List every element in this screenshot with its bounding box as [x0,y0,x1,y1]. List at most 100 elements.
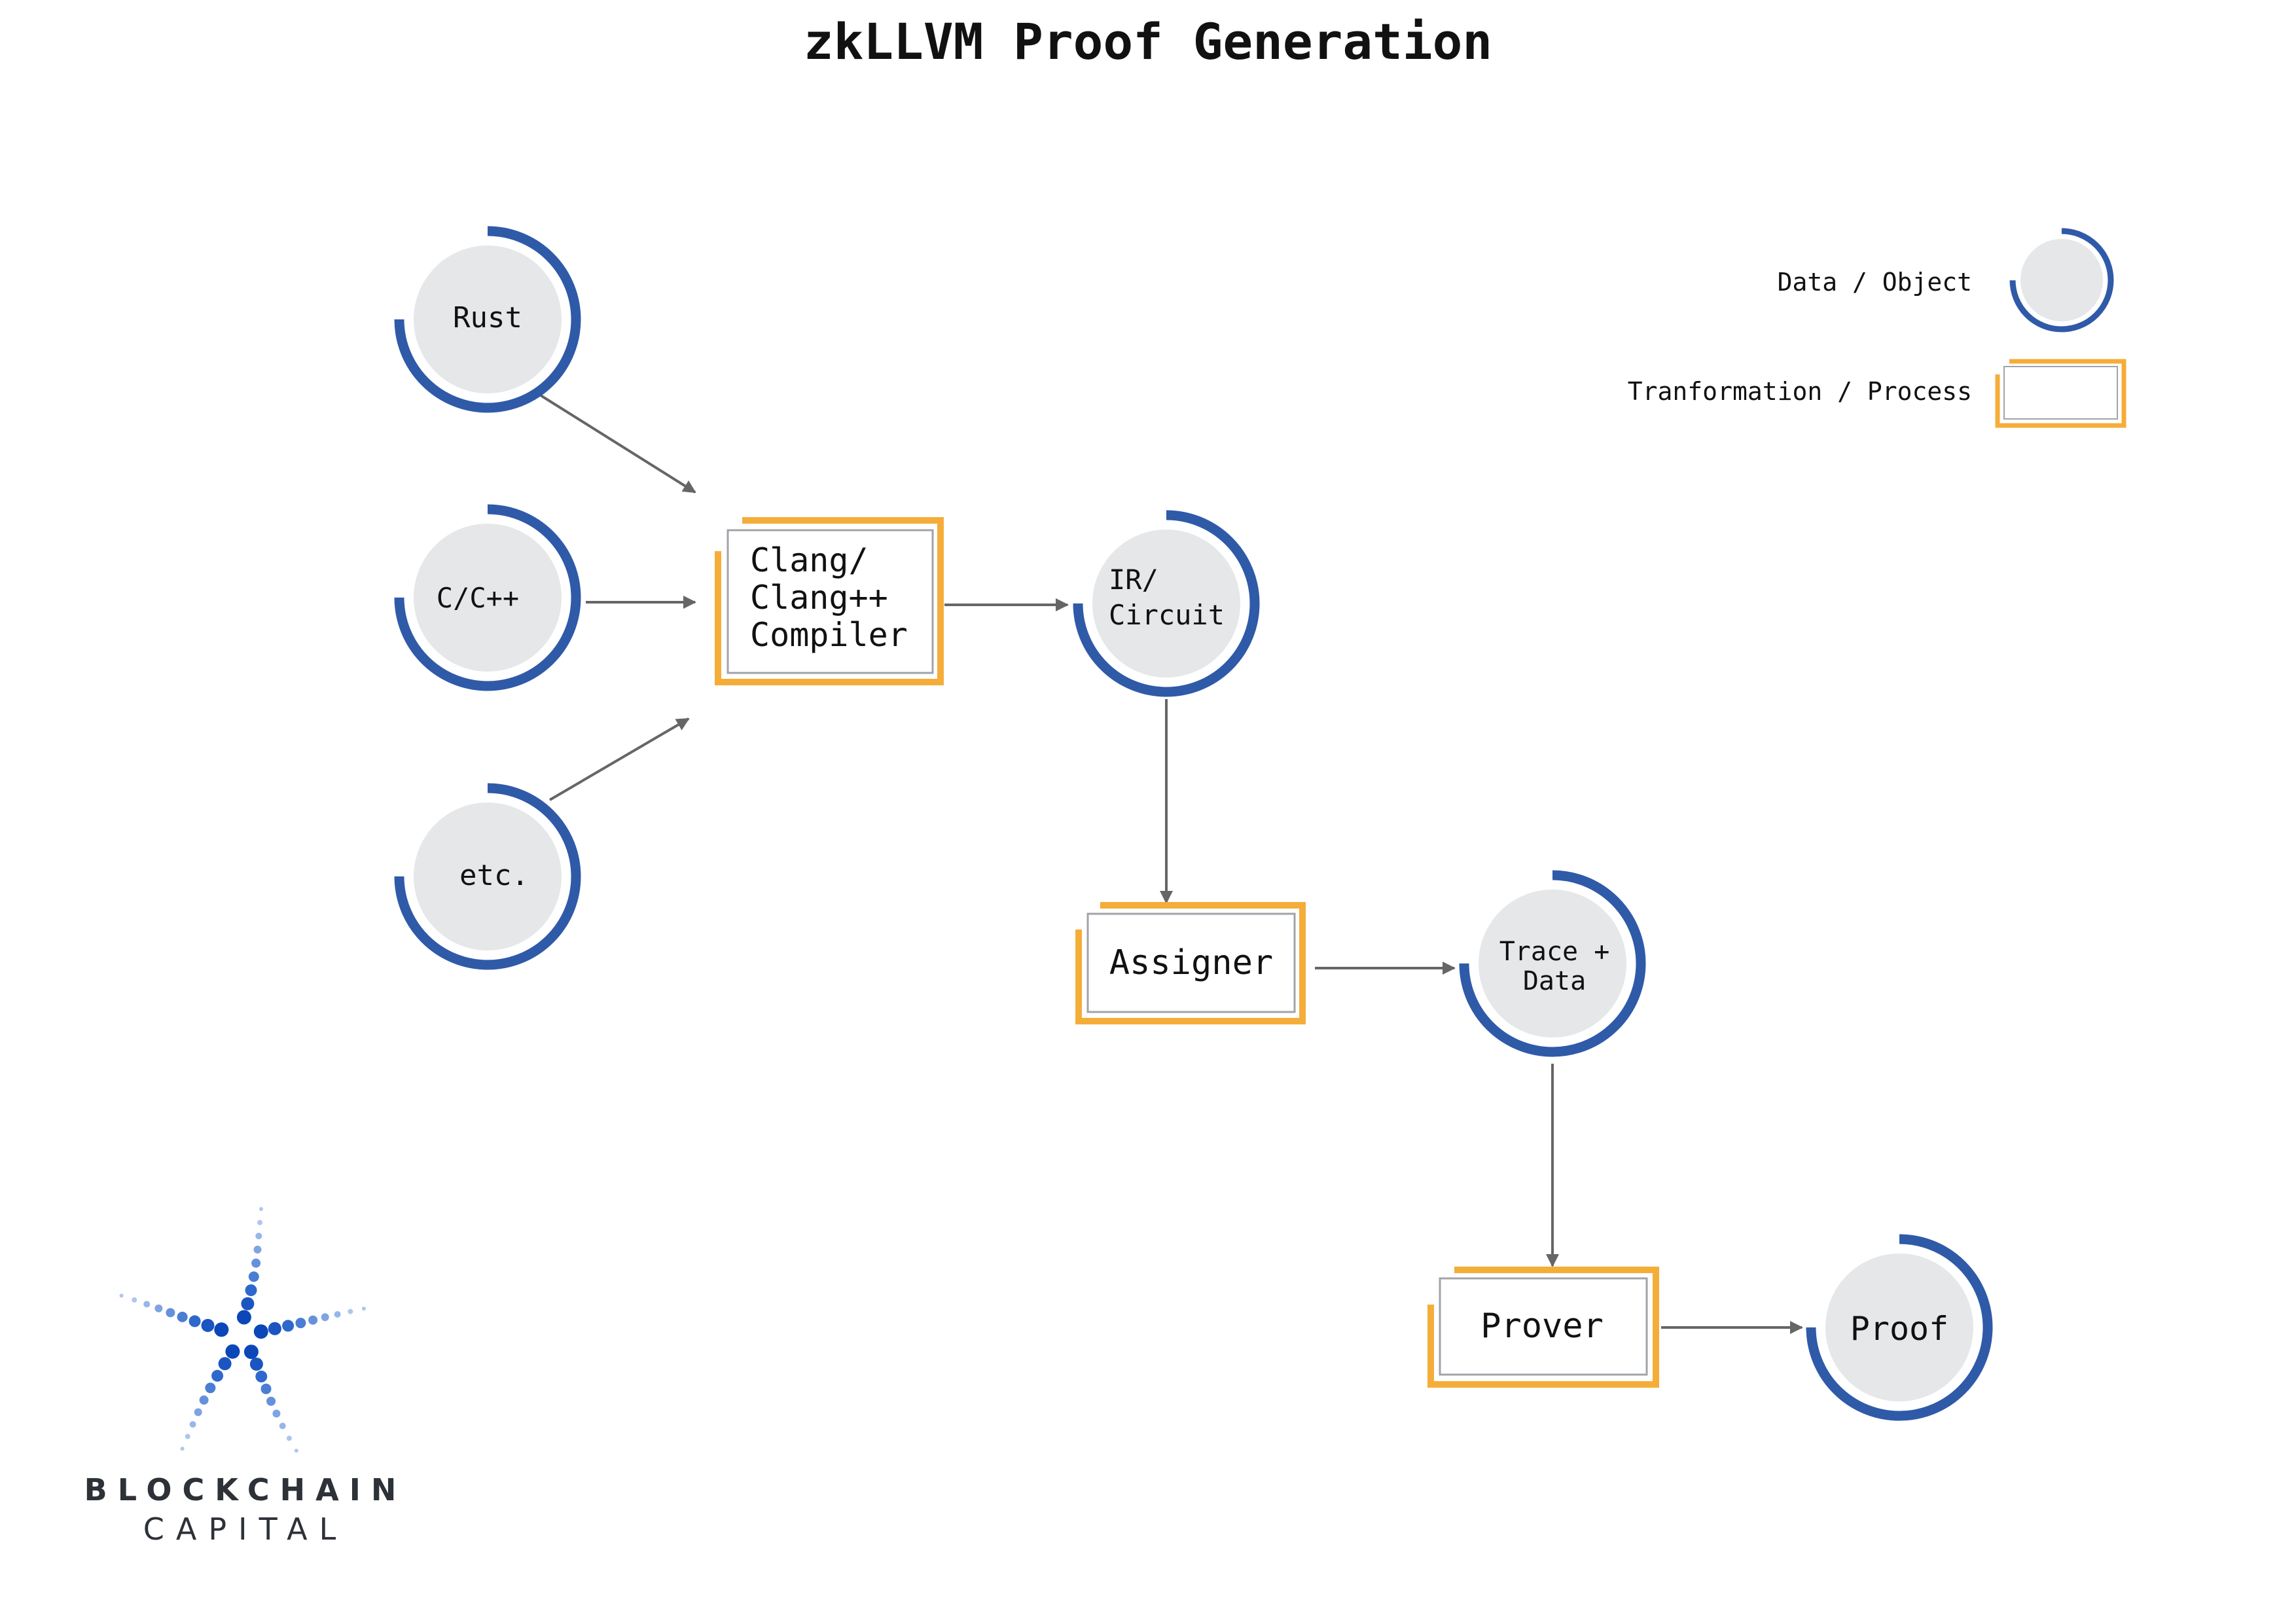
logo-dot [272,1409,281,1418]
logo-dot [243,1344,259,1360]
logo-dot [185,1434,190,1439]
logo-dot [218,1357,232,1371]
node-ir-label-line2: Circuit [1109,599,1225,631]
node-proof-label: Proof [1850,1310,1949,1348]
process-assigner-box [1086,912,1296,1013]
logo-dot [194,1408,202,1416]
logo-dot [279,1422,286,1430]
logo-dot [245,1284,257,1297]
node-ir-circuit: IR/ Circuit [1073,510,1260,697]
logo-dot [282,1320,295,1332]
logo-dot [259,1207,263,1211]
node-etc-label: etc. [459,859,529,892]
logo-dot [143,1301,151,1308]
node-proof-ring [1806,1234,1993,1421]
process-assigner: Assigner [1075,902,1306,1024]
process-assigner-label: Assigner [1109,943,1273,983]
node-rust-fill [414,245,562,393]
blockchain-capital-logo: BLOCKCHAIN CAPITAL [84,1207,407,1547]
node-rust-label: Rust [453,301,522,334]
logo-dot [294,1449,298,1453]
logo-dot [255,1233,262,1240]
node-etc-ring [394,783,581,970]
process-prover-label: Prover [1480,1307,1604,1346]
logo-dot [321,1313,329,1322]
node-cpp-ring [394,504,581,691]
logo-line1: BLOCKCHAIN [84,1472,407,1507]
logo-dot [308,1315,318,1325]
logo-dot [188,1315,201,1327]
logo-dot [177,1311,188,1322]
logo-dot [295,1318,306,1329]
logo-dot [268,1322,281,1335]
arrow-etc-to-compiler [548,717,690,801]
node-ir-label-line1: IR/ [1109,564,1158,596]
process-compiler: Clang/ Clang++ Compiler [715,517,944,685]
node-trace-label-line1: Trace + [1499,937,1610,967]
process-compiler-label-line3: Compiler [750,616,908,654]
logo-dot [253,1324,268,1339]
legend-data-object-ring [2009,228,2114,333]
legend-transformation-label: Tranformation / Process [1628,377,1972,406]
process-prover-frame [1427,1267,1659,1388]
star-logo-icon [119,1207,366,1453]
node-trace-label-line2: Data [1523,966,1586,996]
process-compiler-frame [715,517,944,685]
logo-dot [257,1219,262,1225]
arrow-rust-to-compiler [539,394,696,494]
logo-dot [286,1435,292,1441]
legend-transformation-frame [1995,359,2126,428]
logo-dot [119,1293,124,1298]
legend-data-object-fill [2020,239,2103,321]
process-assigner-frame [1075,902,1306,1024]
logo-dot [180,1447,185,1451]
logo-dot [253,1246,262,1254]
logo-dot [236,1310,251,1325]
logo-dot [214,1322,229,1337]
node-rust-ring [394,226,581,413]
logo-dot [225,1344,240,1359]
logo-dot [189,1421,196,1428]
logo-dot [251,1258,261,1268]
logo-dot [260,1383,272,1394]
process-compiler-label-line2: Clang++ [750,579,888,617]
logo-line2: CAPITAL [143,1511,348,1547]
logo-dot [361,1307,366,1311]
logo-dot [249,1358,263,1371]
node-trace-data: Trace + Data [1459,870,1646,1057]
node-cpp-fill [414,524,562,672]
node-trace-fill [1479,890,1626,1038]
logo-dot [266,1396,276,1406]
logo-dot [166,1308,175,1318]
node-proof-fill [1825,1254,1973,1401]
legend-transformation-box [2003,366,2118,420]
node-cpp: C/C++ [394,504,581,691]
node-cpp-label: C/C++ [437,582,519,614]
process-compiler-box [726,529,934,674]
connectors [539,394,1803,1334]
legend: Data / Object Tranformation / Process [1628,228,2126,428]
node-trace-ring [1459,870,1646,1057]
node-etc-fill [414,803,562,950]
logo-dot [199,1395,209,1405]
logo-dot [132,1297,137,1303]
logo-dot [241,1297,255,1310]
logo-dot [348,1308,353,1314]
logo-dot [334,1311,341,1318]
process-prover-box [1439,1277,1648,1376]
legend-data-object-label: Data / Object [1778,268,1972,297]
logo-dot [211,1369,224,1382]
diagram-title: zkLLVM Proof Generation [804,12,1492,71]
logo-dot [248,1271,259,1282]
node-etc: etc. [394,783,581,970]
logo-dot [205,1382,216,1394]
node-proof: Proof [1806,1234,1993,1421]
process-prover: Prover [1427,1267,1659,1388]
logo-dot [154,1304,163,1312]
node-ir-fill [1092,530,1240,677]
logo-dot [255,1370,268,1382]
process-compiler-label-line1: Clang/ [750,541,869,579]
node-rust: Rust [394,226,581,413]
node-ir-ring [1073,510,1260,697]
